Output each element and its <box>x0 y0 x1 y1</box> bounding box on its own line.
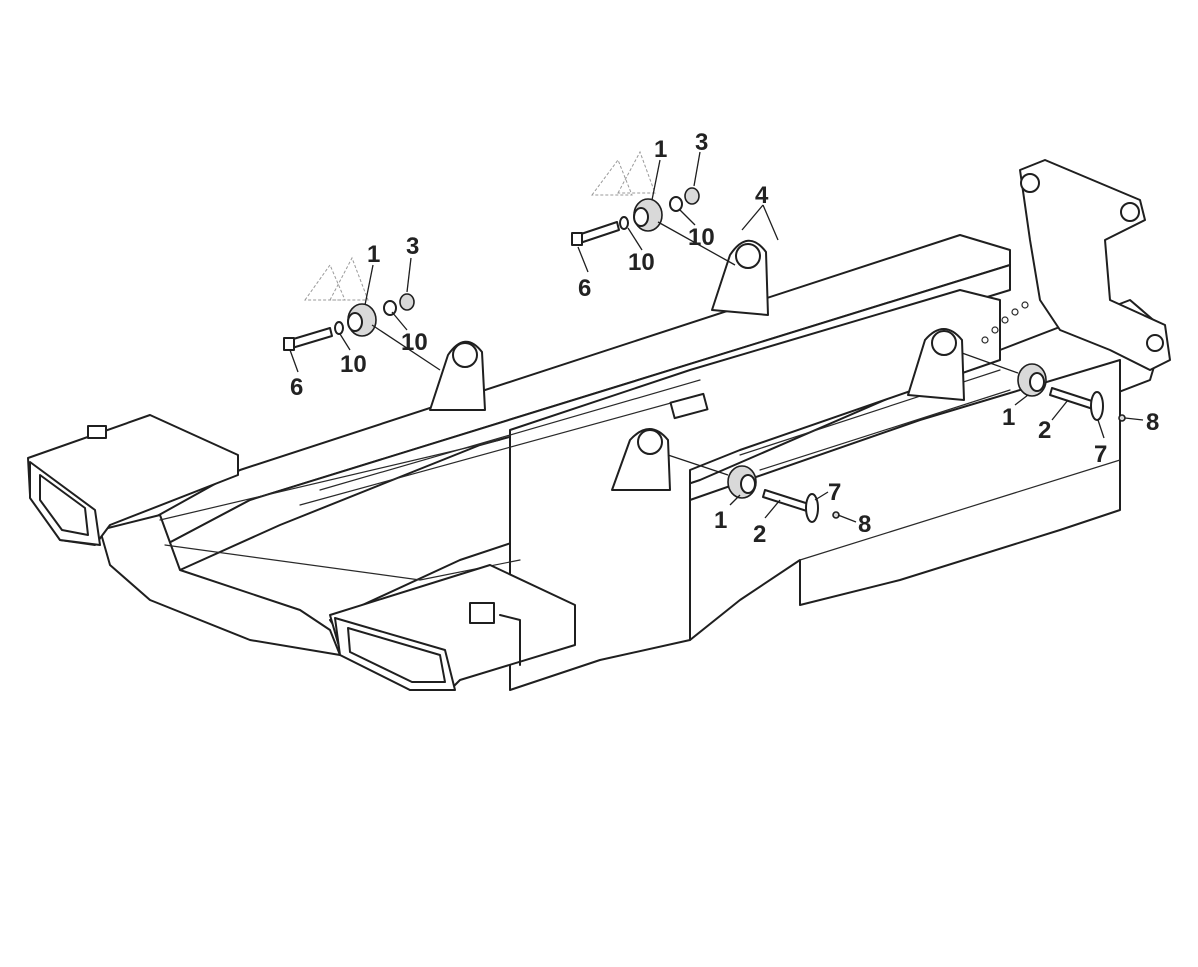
left-tail-box <box>27 414 239 546</box>
inner-panel <box>509 289 1001 691</box>
clip-icon <box>805 493 819 523</box>
right-side-skirt <box>689 359 1121 641</box>
bolt-icon <box>289 327 333 349</box>
callout-a-10-lower: 10 <box>340 351 367 378</box>
hardware-group-c <box>667 454 840 523</box>
callout-b-6: 6 <box>578 275 591 302</box>
callout-b-3: 3 <box>695 129 708 156</box>
bolt-icon <box>577 221 620 244</box>
callout-a-10-upper: 10 <box>401 329 428 356</box>
callout-d-2: 2 <box>1038 417 1051 444</box>
callout-d-7: 7 <box>1094 441 1107 468</box>
callout-d-8: 8 <box>1146 409 1159 436</box>
callout-b-10-lower: 10 <box>628 249 655 276</box>
hardware-group-a <box>283 256 441 371</box>
callouts: 1 3 10 10 6 1 3 4 10 10 6 1 2 7 8 1 2 7 … <box>290 129 1159 548</box>
callout-c-7: 7 <box>828 479 841 506</box>
callout-a-1: 1 <box>367 241 380 268</box>
mount-bracket-c <box>611 428 671 491</box>
callout-c-1: 1 <box>714 507 727 534</box>
rail-holes <box>981 301 1029 344</box>
right-tail-box <box>329 564 576 691</box>
hardware-group-d <box>961 352 1126 422</box>
callout-b-10-upper: 10 <box>688 224 715 251</box>
callout-leaders <box>289 151 1144 523</box>
callout-c-8: 8 <box>858 511 871 538</box>
callout-c-2: 2 <box>753 521 766 548</box>
hardware-group-b <box>571 150 736 266</box>
callout-a-6: 6 <box>290 374 303 401</box>
clip-icon <box>1090 391 1104 421</box>
mount-bracket-b <box>711 239 769 316</box>
mount-bracket-a <box>429 340 486 411</box>
rear-cross-member <box>99 514 341 656</box>
callout-b-1: 1 <box>654 136 667 163</box>
callout-a-3: 3 <box>406 233 419 260</box>
callout-b-4: 4 <box>755 182 769 209</box>
mount-bracket-d <box>907 328 965 401</box>
callout-d-1: 1 <box>1002 404 1015 431</box>
